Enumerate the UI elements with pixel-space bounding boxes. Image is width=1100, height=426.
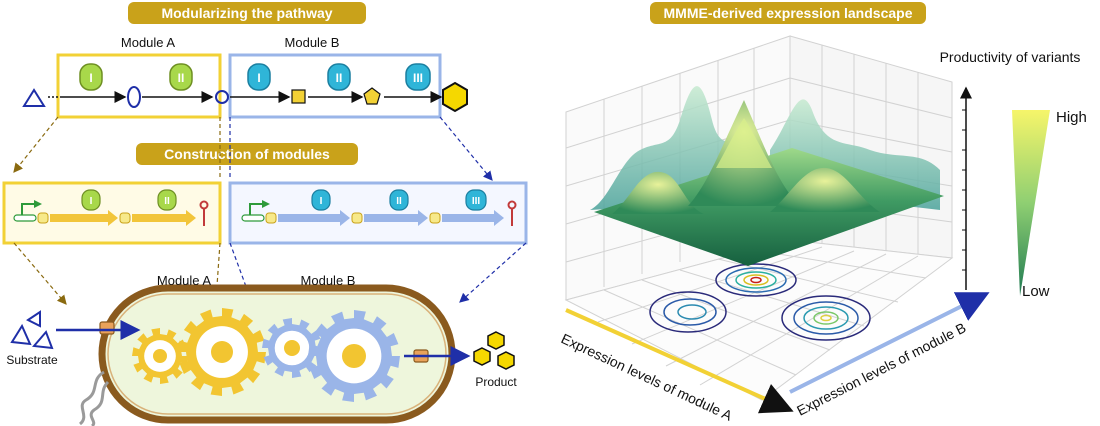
gear-b-small-icon bbox=[262, 318, 322, 378]
peak-right bbox=[770, 167, 880, 212]
landscape-surface bbox=[594, 148, 944, 266]
module-a-label: Module A bbox=[121, 35, 176, 50]
cell-module-b-label: Module B bbox=[301, 273, 356, 288]
banner-top: Modularizing the pathway bbox=[161, 5, 332, 21]
construct-a-enzyme-2: II bbox=[157, 189, 177, 211]
connector-cell-b-right bbox=[459, 242, 527, 303]
construct-b-enzyme-3-label: III bbox=[472, 196, 481, 207]
enzyme-a1-label: I bbox=[89, 71, 92, 85]
banner-mid-bg bbox=[136, 143, 358, 165]
banner-top-bg bbox=[128, 2, 366, 24]
connector-b-right bbox=[439, 116, 493, 181]
intermediate-square-icon bbox=[291, 89, 306, 104]
banner-right: MMME-derived expression landscape bbox=[664, 5, 913, 21]
contour-center bbox=[715, 263, 797, 297]
gear-b-large-icon bbox=[308, 310, 400, 402]
construct-a-enzyme-1: I bbox=[81, 189, 101, 211]
y-axis-arrow bbox=[789, 292, 990, 394]
enzyme-b2-label: II bbox=[336, 71, 343, 85]
substrate-triangles-icon bbox=[10, 310, 54, 350]
scale-high-label: High bbox=[1056, 109, 1087, 126]
construct-a bbox=[13, 200, 209, 226]
banner-right-bg bbox=[650, 2, 926, 24]
enzyme-b1-label: I bbox=[257, 71, 260, 85]
connector-cell-a-left bbox=[13, 242, 67, 305]
construct-b bbox=[241, 200, 517, 226]
module-b-label: Module B bbox=[285, 35, 340, 50]
contour-right bbox=[781, 295, 871, 341]
color-scale-wedge bbox=[1012, 110, 1050, 296]
import-channel bbox=[99, 321, 115, 335]
substrate-triangle-icon bbox=[22, 88, 46, 107]
product-hexagons-icon bbox=[473, 331, 515, 370]
intermediate-circle-icon bbox=[215, 90, 229, 104]
product-label: Product bbox=[475, 375, 517, 389]
contour-left bbox=[649, 291, 727, 333]
z-axis-label: Productivity of variants bbox=[940, 49, 1081, 65]
module-b-box bbox=[228, 53, 442, 119]
construct-b-enzyme-1-label: I bbox=[320, 196, 323, 207]
enzyme-b1: I bbox=[247, 63, 271, 91]
banner-mid: Construction of modules bbox=[164, 146, 330, 162]
enzyme-b3: III bbox=[405, 63, 431, 91]
module-a-box bbox=[56, 53, 222, 119]
x-axis-arrow bbox=[565, 308, 794, 414]
enzyme-a2-label: II bbox=[178, 71, 185, 85]
gear-a-small-icon bbox=[132, 328, 188, 384]
intermediate-ellipse-icon bbox=[127, 86, 141, 108]
enzyme-b3-label: III bbox=[413, 71, 423, 85]
construct-b-enzyme-2: II bbox=[389, 189, 409, 211]
enzyme-a2: II bbox=[169, 63, 193, 91]
connector-cell-a-right bbox=[215, 242, 221, 301]
substrate-label: Substrate bbox=[6, 353, 58, 367]
flagella-icon bbox=[78, 370, 110, 426]
peak-center-highlight bbox=[716, 118, 772, 168]
construct-b-enzyme-1: I bbox=[311, 189, 331, 211]
construct-a-enzyme-2-label: II bbox=[164, 196, 170, 207]
product-hexagon-icon bbox=[442, 81, 468, 113]
enzyme-b2: II bbox=[327, 63, 351, 91]
intermediate-pentagon-icon bbox=[363, 87, 381, 105]
cell-inner-membrane bbox=[107, 293, 447, 415]
cell-module-a-label: Module A bbox=[157, 273, 212, 288]
gear-a-large-icon bbox=[178, 308, 266, 396]
construct-b-enzyme-3: III bbox=[465, 189, 487, 211]
peak-left bbox=[612, 171, 704, 214]
scale-low-label: Low bbox=[1022, 283, 1050, 300]
construct-a-enzyme-1-label: I bbox=[90, 196, 93, 207]
connector-a-left bbox=[13, 116, 59, 173]
construct-b-enzyme-2-label: II bbox=[396, 196, 402, 207]
enzyme-a1: I bbox=[79, 63, 103, 91]
z-axis-ticks bbox=[962, 109, 966, 271]
